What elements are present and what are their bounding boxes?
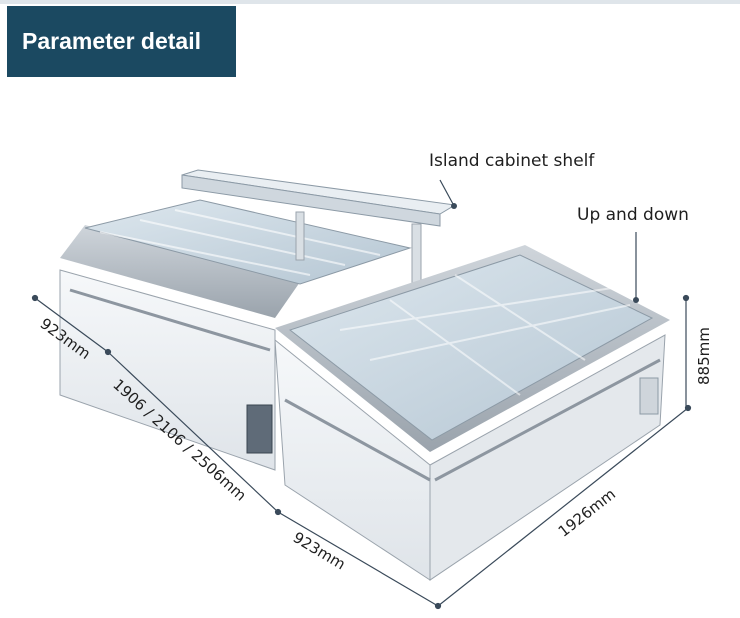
top-rule xyxy=(0,0,740,4)
dim-line-left-depth xyxy=(34,297,109,353)
left-cabinet xyxy=(59,199,412,471)
dim-line-left-length xyxy=(107,351,279,513)
dim-line-front-width xyxy=(437,407,689,607)
shelf-leader-dot xyxy=(451,203,457,209)
height-label: 885mm xyxy=(695,327,713,385)
shelf-callout-label: Island cabinet shelf xyxy=(429,151,595,171)
control-panel xyxy=(246,404,273,454)
page-title: Parameter detail xyxy=(7,6,236,77)
lid-callout-label: Up and down xyxy=(577,205,689,225)
dim-line-front-depth xyxy=(277,511,439,607)
right-cabinet xyxy=(274,245,670,581)
lid-leader-dot xyxy=(633,297,639,303)
island-shelf xyxy=(181,169,457,285)
shelf-leader-line xyxy=(439,179,454,205)
